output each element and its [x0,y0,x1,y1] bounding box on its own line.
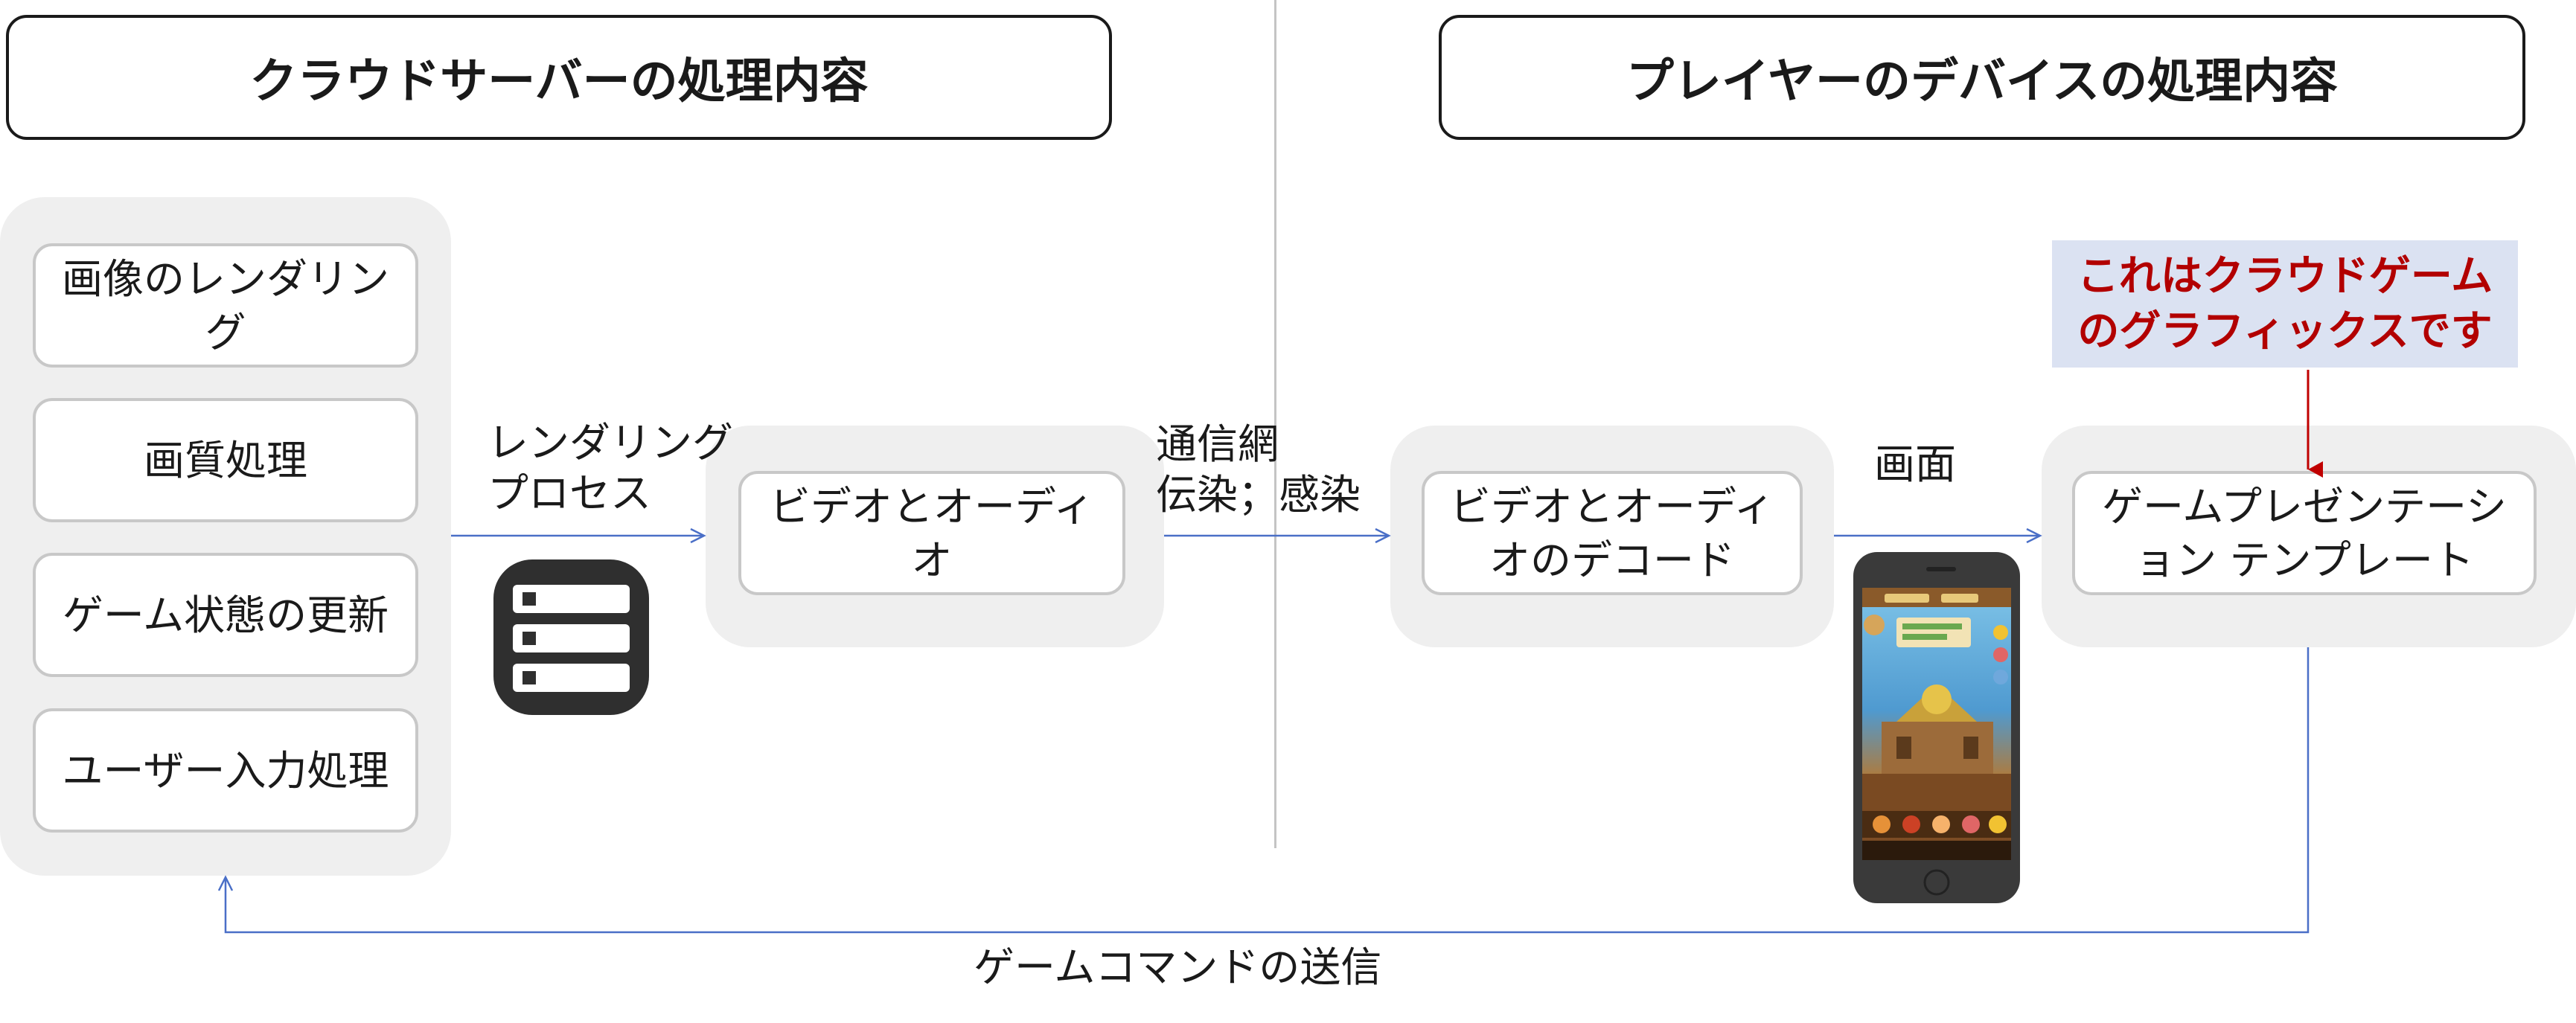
smartphone-icon [1852,551,2022,905]
network-label: 通信網 伝染；感染 [1156,420,1361,519]
video-audio-node: ビデオとオーディオ [738,471,1125,595]
screen-label: 画面 [1874,440,1957,488]
cloud-task-label: ユーザー入力処理 [62,746,389,795]
cloud-task-rendering: 画像のレンダリング [33,243,418,368]
cloud-task-label: 画質処理 [143,436,307,484]
server-icon [488,554,655,721]
cloud-header-text: クラウドサーバーの処理内容 [249,54,869,109]
cloud-task-state-update: ゲーム状態の更新 [33,553,418,677]
graphics-callout: これはクラウドゲーム のグラフィックスです [2052,240,2518,368]
video-audio-label: ビデオとオーディオ [769,482,1095,584]
decode-label: ビデオとオーディオのデコード [1449,482,1775,584]
section-divider [1274,0,1276,848]
render-process-label: レンダリング プロセス [488,419,734,517]
presentation-label: ゲームプレゼンテーション テンプレート [2102,482,2507,584]
cloud-header: クラウドサーバーの処理内容 [6,15,1112,140]
device-header-text: プレイヤーのデバイスの処理内容 [1626,54,2339,109]
commands-label: ゲームコマンドの送信 [974,943,1382,991]
cloud-task-input: ユーザー入力処理 [33,708,418,833]
decode-node: ビデオとオーディオのデコード [1422,471,1803,595]
device-header: プレイヤーのデバイスの処理内容 [1439,15,2525,140]
command-feedback-arrow [217,647,2310,934]
cloud-task-label: 画像のレンダリング [61,254,389,356]
cloud-task-quality: 画質処理 [33,398,418,522]
cloud-task-label: ゲーム状態の更新 [62,591,389,639]
presentation-node: ゲームプレゼンテーション テンプレート [2072,471,2537,595]
